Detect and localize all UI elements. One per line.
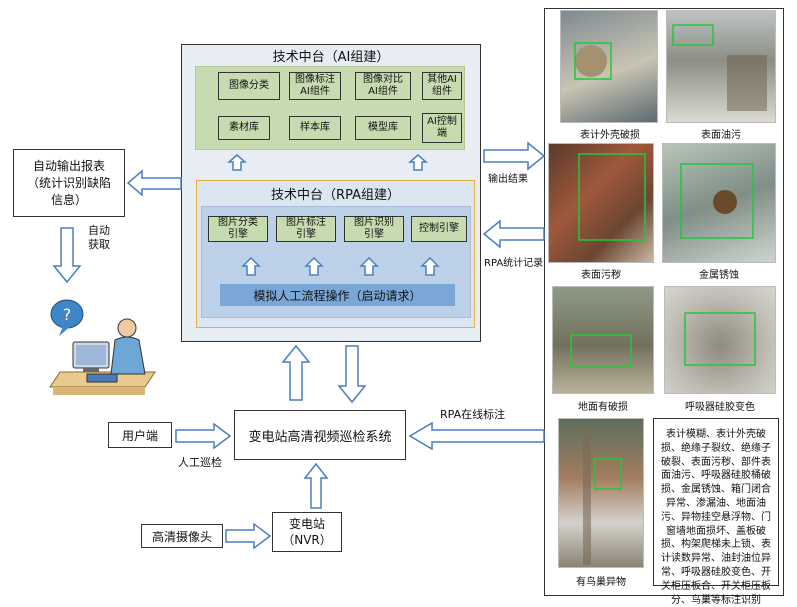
manual-patrol-label: 人工巡检 <box>178 456 222 469</box>
photo-metal-rust <box>662 143 776 263</box>
svg-text:?: ? <box>63 305 72 324</box>
module-other-ai: 其他AI 组件 <box>422 72 462 100</box>
module-ai-control: AI控制 端 <box>422 113 462 143</box>
photo-surface-dirt <box>548 143 654 263</box>
rpa-stats-label: RPA统计记录 <box>484 258 544 269</box>
arrow-rpa-online <box>408 421 545 451</box>
module-image-annotate: 图像标注 AI组件 <box>289 72 341 100</box>
auto-fetch-label: 自动 获取 <box>88 224 110 251</box>
arrow-down-fetch <box>52 227 82 284</box>
arrow-system-to-panel <box>281 344 311 401</box>
rpa-online-label: RPA在线标注 <box>440 408 506 421</box>
caption-bird-nest: 有鸟巢异物 <box>576 577 626 588</box>
defect-list-box: 表计模糊、表计外壳破损、绝缘子裂纹、绝缘子破裂、表面污秽、部件表面油污、呼吸器硅… <box>653 418 779 606</box>
photo-bird-nest <box>558 418 644 568</box>
engine-image-classify: 图片分类 引擎 <box>208 216 268 242</box>
ai-platform-title: 技术中台（AI组建） <box>272 49 390 65</box>
photo-oil-stain <box>666 10 776 123</box>
caption-metal-rust: 金属锈蚀 <box>699 270 739 281</box>
caption-surface-dirt: 表面污秽 <box>581 270 621 281</box>
simulation-bar: 模拟人工流程操作（启动请求） <box>220 284 455 306</box>
arrow-user-to-system <box>175 422 232 450</box>
hd-camera-box: 高清摄像头 <box>141 524 223 548</box>
caption-ground-damage: 地面有破损 <box>578 402 628 413</box>
engine-image-annotate: 图片标注 引擎 <box>276 216 336 242</box>
arrow-rpa-stats <box>482 219 545 249</box>
substation-nvr-box: 变电站 （NVR） <box>272 512 342 552</box>
output-result-label: 输出结果 <box>488 174 528 185</box>
video-patrol-system-box: 变电站高清视频巡检系统 <box>234 410 406 460</box>
module-model-lib: 模型库 <box>355 116 411 140</box>
caption-oil-stain: 表面油污 <box>701 130 741 141</box>
module-sample-lib: 样本库 <box>289 116 341 140</box>
caption-meter-damage: 表计外壳破损 <box>580 130 640 141</box>
operator-illustration: ? <box>45 292 165 402</box>
module-image-compare: 图像对比 AI组件 <box>355 72 411 100</box>
photo-breather-color <box>664 286 776 394</box>
module-material-lib: 素材库 <box>218 116 270 140</box>
arrow-camera-to-substation <box>225 522 272 550</box>
module-image-classify: 图像分类 <box>218 72 280 100</box>
auto-report-box: 自动输出报表 （统计识别缺陷 信息） <box>13 149 125 217</box>
engine-image-recognize: 图片识别 引擎 <box>344 216 404 242</box>
photo-ground-damage <box>552 286 654 394</box>
photo-meter-damage <box>560 10 658 123</box>
arrow-panel-to-system <box>337 345 367 404</box>
user-terminal-box: 用户端 <box>108 422 172 448</box>
arrow-substation-to-system <box>303 462 329 509</box>
rpa-platform-title: 技术中台（RPA组建） <box>271 187 400 203</box>
arrow-to-report <box>126 169 182 197</box>
engine-control: 控制引擎 <box>411 216 467 242</box>
arrow-output-result <box>483 141 546 171</box>
caption-breather-color: 呼吸器硅胶变色 <box>685 402 755 413</box>
